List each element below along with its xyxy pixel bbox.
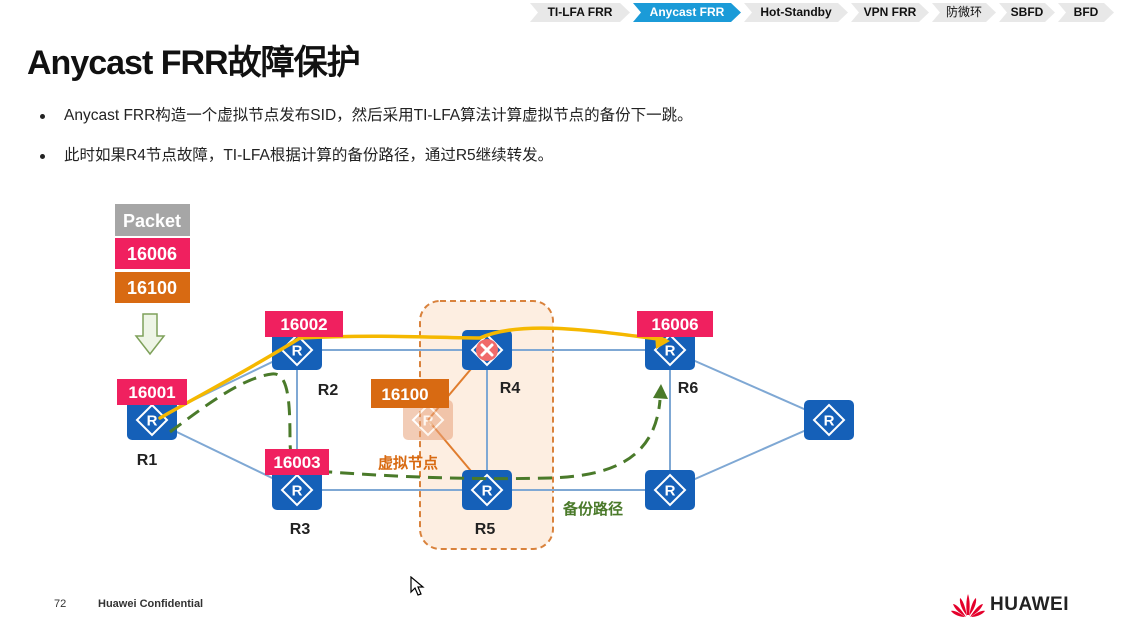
tab-bfd[interactable]: BFD xyxy=(1058,3,1114,22)
bullet-text: Anycast FRR构造一个虚拟节点发布SID，然后采用TI-LFA算法计算虚… xyxy=(64,107,693,124)
bullet-item: Anycast FRR构造一个虚拟节点发布SID，然后采用TI-LFA算法计算虚… xyxy=(40,104,693,144)
tab-label: Anycast FRR xyxy=(649,5,725,19)
tab-label: VPN FRR xyxy=(863,5,917,19)
sid-tag-r3 xyxy=(265,449,329,475)
confidential-label: Huawei Confidential xyxy=(98,598,204,610)
sid-tag-virtual xyxy=(371,379,449,408)
tab-label: Hot-Standby xyxy=(760,5,832,19)
bullet-list: Anycast FRR构造一个虚拟节点发布SID，然后采用TI-LFA算法计算虚… xyxy=(40,104,693,184)
bullet-item: 此时如果R4节点故障，TI-LFA根据计算的备份路径，通过R5继续转发。 xyxy=(40,144,693,184)
tab-micro-loop[interactable]: 防微环 xyxy=(932,3,996,22)
svg-text:R: R xyxy=(423,413,434,430)
primary-path xyxy=(158,326,667,420)
page-number: 72 xyxy=(54,598,67,610)
link-r7-r8 xyxy=(669,419,830,491)
tab-sbfd[interactable]: SBFD xyxy=(999,3,1055,22)
packet-label-sid: 16006 xyxy=(127,244,177,264)
sid-tag-r6 xyxy=(637,311,713,337)
virtual-node-label: 虚拟节点 xyxy=(378,454,438,472)
huawei-logo: HUAWEI xyxy=(950,592,1080,618)
bullet-dot xyxy=(40,154,45,159)
tab-label: SBFD xyxy=(1010,5,1044,19)
sid-tag-r1 xyxy=(117,379,187,405)
tab-ti-lfa-frr[interactable]: TI-LFA FRR xyxy=(530,3,630,22)
bullet-text: 此时如果R4节点故障，TI-LFA根据计算的备份路径，通过R5继续转发。 xyxy=(64,147,554,164)
tab-anycast-frr[interactable]: Anycast FRR xyxy=(633,3,741,22)
router-r8 xyxy=(803,399,855,441)
packet-label-sid: 16100 xyxy=(127,278,177,298)
node-name-r5: R5 xyxy=(475,521,496,538)
link-r6-r8 xyxy=(669,349,830,421)
node-name-r6: R6 xyxy=(678,380,699,397)
sid-r2: 16002 xyxy=(280,315,327,334)
sid-virtual: 16100 xyxy=(381,385,428,404)
node-name-r3: R3 xyxy=(290,521,311,538)
tab-label: BFD xyxy=(1073,5,1099,19)
packet-header-box xyxy=(115,204,190,236)
huawei-logo-text: HUAWEI xyxy=(990,594,1069,615)
backup-path-label: 备份路径 xyxy=(562,500,623,518)
failure-icon xyxy=(476,339,498,361)
down-arrow-icon xyxy=(134,313,166,356)
virtual-node: R xyxy=(403,400,453,440)
router-r5 xyxy=(461,469,513,511)
packet-label-box xyxy=(115,272,190,303)
page-title: Anycast FRR故障保护 xyxy=(27,44,361,82)
node-name-r1: R1 xyxy=(137,452,158,469)
node-name-r2: R2 xyxy=(318,382,339,399)
tab-hot-standby[interactable]: Hot-Standby xyxy=(744,3,848,22)
tab-label: TI-LFA FRR xyxy=(547,5,613,19)
bullet-dot xyxy=(40,114,45,119)
router-r7 xyxy=(644,469,696,511)
backup-path-arrowhead xyxy=(653,384,668,399)
packet-label-box xyxy=(115,238,190,269)
node-name-r4: R4 xyxy=(500,380,521,397)
sid-r3: 16003 xyxy=(273,453,320,472)
mouse-cursor-icon xyxy=(410,576,425,596)
packet-header: Packet xyxy=(123,211,181,231)
router-r3 xyxy=(271,469,323,511)
sid-r6: 16006 xyxy=(651,315,698,334)
sid-r1: 16001 xyxy=(128,383,175,402)
tab-label: 防微环 xyxy=(945,5,982,19)
tab-vpn-frr[interactable]: VPN FRR xyxy=(851,3,929,22)
router-r1 xyxy=(126,399,178,441)
sid-tag-r2 xyxy=(265,311,343,337)
huawei-logo-icon xyxy=(951,594,985,617)
